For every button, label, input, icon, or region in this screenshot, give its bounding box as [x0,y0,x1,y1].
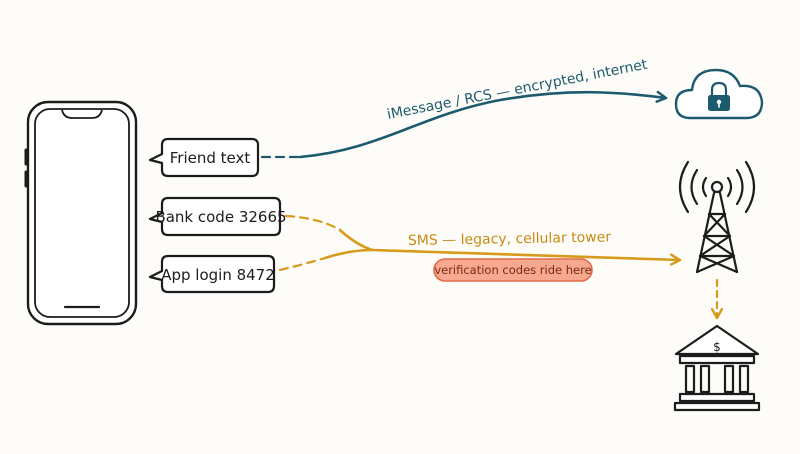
message-bubble-app: App login 8472 [148,254,276,294]
bank-dollar-glyph: $ [713,340,721,354]
sms-route-bank-dashed [284,214,342,232]
smartphone-icon [24,100,138,326]
message-bubble-friend: Friend text [148,137,260,178]
message-text-friend: Friend text [170,149,251,167]
imessage-route-label: iMessage / RCS — encrypted, internet [386,57,649,123]
message-text-app: App login 8472 [161,266,275,284]
verification-highlight: verification codes ride here [433,258,593,282]
message-bubble-bank: Bank code 32665 [148,196,287,237]
sms-route-app-dashed [278,256,327,272]
sms-route-main-line [370,248,682,260]
cell-tower-icon [678,160,756,274]
verification-highlight-text: verification codes ride here [434,263,591,277]
bank-icon: $ [673,324,761,412]
message-text-bank: Bank code 32665 [155,208,286,226]
sms-route-app-line [323,248,374,260]
sms-route-bank-line [338,228,374,252]
cloud-lock-icon [674,68,764,120]
imessage-route-line [298,92,668,159]
sms-route-label: SMS — legacy, cellular tower [408,229,612,249]
